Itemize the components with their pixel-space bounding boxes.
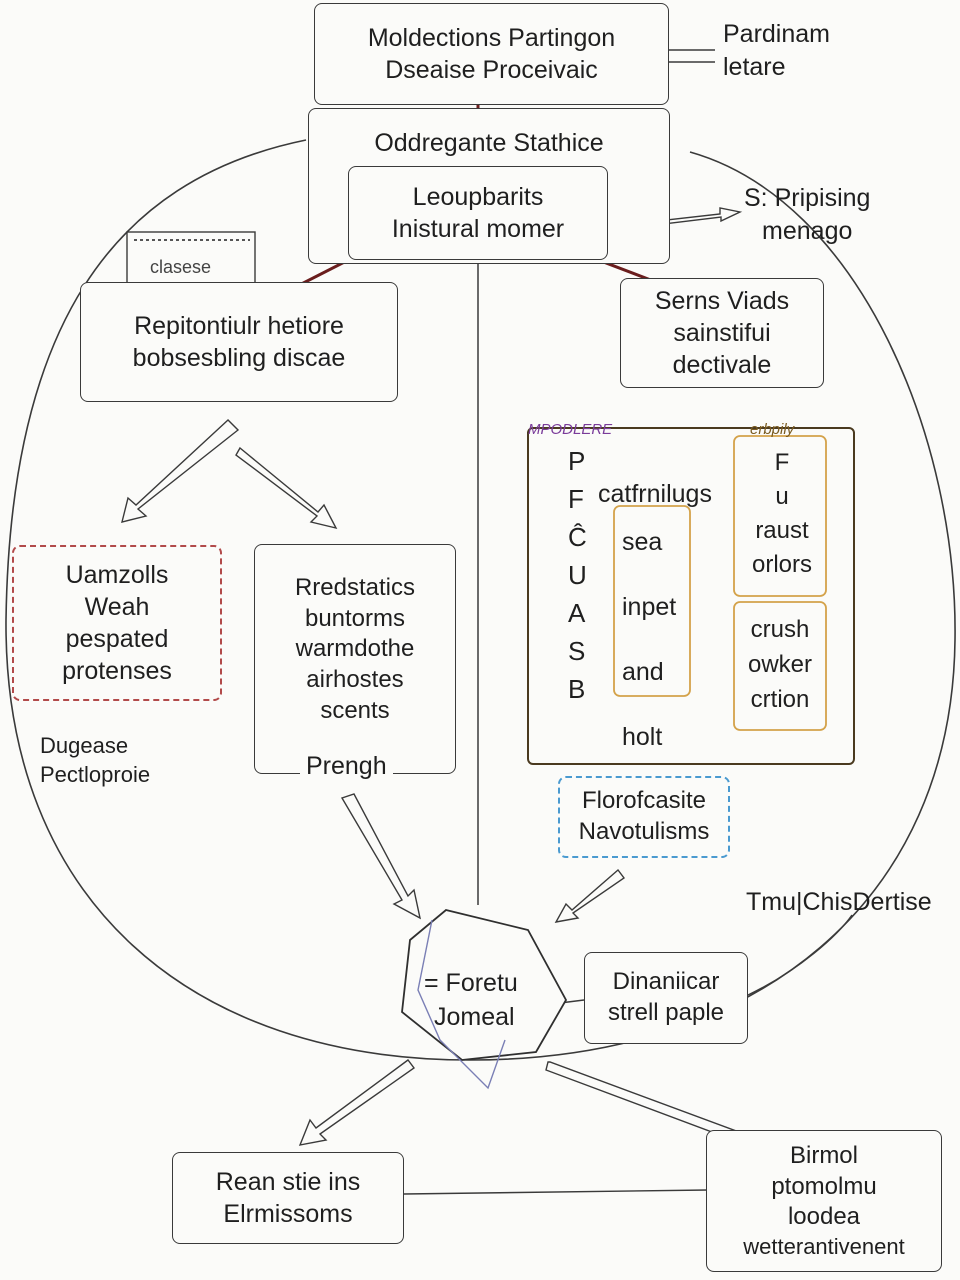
hexagon-label: = Foretu Jomeal: [424, 966, 518, 1034]
table-letter: Ĉ: [568, 522, 587, 552]
table-col3-bottom-bracket: [733, 601, 827, 731]
table-col3-top-bracket: [733, 435, 827, 597]
table-letter: A: [568, 598, 586, 628]
blue-dashed-box: Florofcasite Navotulisms: [558, 776, 730, 858]
inner-line1: Leoupbarits: [412, 183, 544, 211]
arrow-middle-to-hexagon: [340, 793, 422, 920]
red-dashed-box: Uamzolls Weah pespated protenses: [12, 545, 222, 701]
right-box-line1: Serns Viads: [654, 287, 790, 315]
side-label-line1: Dugease: [40, 733, 129, 758]
pripising-line2: menago: [762, 216, 853, 245]
connector-tmu-to-dinanicar: [747, 914, 853, 996]
table-col3-cell: raust: [755, 517, 809, 544]
pripising-line1: S: Pripising: [744, 184, 871, 212]
bottom-left-line2: Elrmissoms: [223, 1200, 353, 1228]
table-letter: U: [568, 560, 587, 590]
arrow-blue-to-hexagon: [554, 868, 625, 923]
left-box-line1: Repitontiulr hetiore: [134, 312, 344, 340]
red-box-line4: protenses: [62, 657, 172, 685]
pripising-label: S: Pripising menago: [744, 182, 870, 247]
middle-box-line1: Rredstatics: [294, 574, 416, 601]
connector-bottom-row: [403, 1189, 709, 1195]
middle-box: Rredstatics buntorms warmdothe airhostes…: [254, 544, 456, 774]
side-note: Pardinam letare: [723, 18, 830, 83]
table-col2-cell: and: [622, 658, 664, 686]
table-col2-bracket: [613, 505, 691, 697]
hexagon-line1: = Foretu: [424, 969, 518, 997]
red-box-line1: Uamzolls: [65, 561, 169, 589]
bottom-right-box: Birmol ptomolmu loodea wetterantivenent: [706, 1130, 942, 1272]
table-col2-header: catfrnilugs: [598, 480, 712, 508]
table-col3-cell: u: [775, 483, 789, 510]
side-note-line1: Pardinam: [723, 20, 830, 48]
dinanicar-line2: strell paple: [607, 999, 725, 1026]
arrow-left-box-to-red: [121, 419, 240, 523]
table-header-right: erbpily: [750, 421, 795, 438]
hexagon-inner-stroke: [417, 919, 506, 1090]
notepad-label: clasese: [150, 257, 212, 277]
bottom-right-line2: ptomolmu: [771, 1172, 877, 1200]
left-box-line2: bobsesbling discae: [132, 344, 346, 372]
bottom-left-line1: Rean stie ins: [215, 1168, 361, 1196]
tmu-label: Tmu|ChisDertise: [746, 888, 932, 916]
red-box-line2: Weah: [84, 593, 150, 621]
bottom-left-box: Rean stie ins Elrmissoms: [172, 1152, 404, 1244]
top-process-line2: Dseaise Proceivaic: [385, 56, 598, 84]
table-col3-cell: F: [774, 449, 790, 476]
left-box: Repitontiulr hetiore bobsesbling discae: [80, 282, 398, 402]
table-letter: P: [568, 446, 586, 476]
right-box: Serns Viads sainstifui dectivale: [620, 278, 824, 388]
table-col2-cell: inpet: [622, 593, 677, 621]
top-process-line1: Moldections Partingon: [367, 24, 616, 52]
bottom-right-line1: Birmol: [789, 1141, 858, 1169]
blue-box-line2: Navotulisms: [578, 818, 710, 845]
blue-box-line1: Florofcasite: [581, 787, 707, 815]
table-header-left: MPODLERE: [528, 421, 613, 438]
right-box-line2: sainstifui: [673, 319, 771, 347]
dinanicar-line1: Dinaniicar: [612, 968, 720, 996]
dinanicar-box: Dinaniicar strell paple: [584, 952, 748, 1044]
arrow-left-box-to-middle: [235, 446, 338, 530]
side-note-line2: letare: [723, 52, 786, 81]
middle-box-line3: warmdothe: [295, 635, 415, 663]
middle-box-line2: buntorms: [304, 604, 406, 632]
inner-line2: Inistural momer: [391, 215, 565, 243]
table-col3-cell: owker: [747, 651, 813, 678]
table-letter-col: P F Ĉ U A S B: [568, 442, 587, 708]
arrow-hexagon-to-bottomleft: [298, 1059, 415, 1146]
table-col2-cell: sea: [622, 528, 663, 556]
table-letter: F: [568, 484, 584, 514]
table-col3-cell: orlors: [751, 551, 812, 578]
right-box-line3: dectivale: [672, 351, 772, 379]
middle-box-footer: Prengh: [300, 750, 393, 783]
table-letter: S: [568, 636, 586, 666]
middle-box-line5: scents: [320, 696, 390, 724]
inner-box: Leoupbarits Inistural momer: [348, 166, 608, 260]
state-title: Oddregante Stathice: [374, 129, 604, 157]
hexagon-line2: Jomeal: [434, 1003, 515, 1031]
middle-box-line4: airhostes: [306, 666, 404, 694]
bottom-right-line3: loodea: [787, 1203, 861, 1231]
table-col3-cell: crtion: [750, 686, 810, 713]
table-col3-cell: crush: [750, 616, 810, 643]
table-col3-bottom: crush owker crtion: [738, 612, 822, 717]
top-process-box: Moldections Partingon Dseaise Proceivaic: [314, 3, 669, 105]
side-label-line2: Pectloproie: [40, 761, 151, 787]
side-label: Dugease Pectloproie: [40, 732, 150, 789]
table-frame: [527, 427, 855, 765]
red-box-line3: pespated: [65, 625, 169, 653]
bottom-right-line4: wetterantivenent: [743, 1234, 905, 1259]
table-col2-cell: holt: [622, 723, 663, 751]
table-col3-top: F u raust orlors: [742, 446, 822, 582]
table-letter: B: [568, 674, 586, 704]
table-col2-values: sea inpet and holt: [622, 510, 676, 770]
